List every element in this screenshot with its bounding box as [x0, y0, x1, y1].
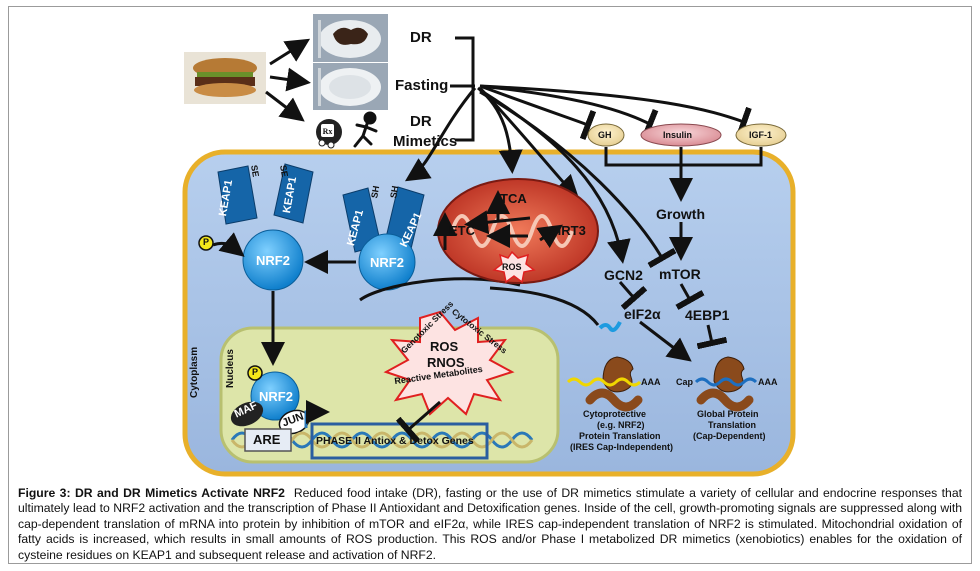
insulin-label: Insulin — [663, 130, 692, 140]
sirt3-label: SIRT3 — [549, 223, 586, 238]
cap-label: Cap — [676, 377, 694, 387]
cytoprotective-line-1: Cytoprotective — [583, 409, 647, 419]
igf1-node — [735, 123, 787, 147]
cytoprotective-line-2: (e.g. NRF2) — [597, 420, 645, 430]
global-line-3: (Cap-Dependent) — [693, 431, 766, 441]
are-box — [244, 428, 292, 452]
global-line-1: Global Protein — [697, 409, 759, 419]
svg-text:Rx: Rx — [323, 127, 333, 136]
keap1-bound — [342, 186, 425, 254]
growth-label: Growth — [656, 206, 705, 222]
tca-label: TCA — [500, 191, 527, 206]
keap1-free — [217, 163, 314, 225]
plate-dr-photo — [313, 14, 388, 62]
sh-label-2: SH — [388, 184, 401, 200]
cytoplasm-label: Cytoplasm — [189, 346, 200, 398]
p-label-1: P — [203, 237, 210, 247]
aaa-cap: AAA — [758, 377, 778, 387]
etc-label: ETC — [449, 223, 475, 238]
maf-node — [230, 401, 264, 427]
igf1-label: IGF-1 — [749, 130, 773, 140]
burger-photo — [184, 52, 266, 104]
se-label-1: SE — [249, 164, 261, 178]
ribosome-ires — [566, 321, 643, 412]
gh-label: GH — [598, 130, 612, 140]
caption-title: Figure 3: DR and DR Mimetics Activate NR… — [18, 486, 285, 500]
sh-label-1: SH — [369, 184, 382, 200]
plate-fasting-photo — [313, 63, 388, 110]
p-label-2: P — [252, 367, 259, 377]
insulin-node — [640, 123, 722, 147]
cytoprotective-line-3: Protein Translation — [579, 431, 661, 441]
fasting-label: Fasting — [395, 77, 449, 94]
dr-label: DR — [410, 29, 432, 46]
4ebp1-label: 4EBP1 — [685, 307, 730, 323]
runner-icon — [353, 111, 378, 148]
se-label-2: SE — [278, 164, 290, 178]
aaa-ires: AAA — [641, 377, 661, 387]
cytoprotective-line-4: (IRES Cap-Independent) — [570, 442, 673, 452]
nrf2-bound-label: NRF2 — [370, 255, 404, 270]
ros-starburst — [383, 310, 515, 416]
nrf2-nucleus — [250, 371, 300, 421]
eif2a-label: eIF2α — [624, 306, 661, 322]
phospho-nucleus — [247, 365, 263, 381]
figure-caption: Figure 3: DR and DR Mimetics Activate NR… — [18, 486, 962, 563]
pill-icon: Rx — [316, 119, 342, 149]
global-line-2: Translation — [708, 420, 757, 430]
mtor-label: mTOR — [659, 266, 701, 282]
ros-mito-label: ROS — [502, 262, 522, 272]
nrf2-nucleus-label: NRF2 — [259, 389, 293, 404]
phospho-free — [198, 235, 214, 251]
nrf2-free-label: NRF2 — [256, 253, 290, 268]
gcn2-label: GCN2 — [604, 267, 643, 283]
nucleus-label: Nucleus — [225, 349, 236, 388]
nrf2-free — [242, 229, 304, 291]
are-label: ARE — [253, 432, 281, 447]
caption-body: Reduced food intake (DR), fasting or the… — [18, 486, 962, 562]
ribosome-cap — [694, 356, 758, 412]
ros-label: ROS — [430, 339, 459, 354]
phase2-label: PHASE II Antiox & Detox Genes — [316, 435, 474, 447]
dr-mimetics-label-1: DR — [410, 113, 432, 130]
gh-node — [587, 123, 625, 147]
rnos-label: RNOS — [427, 355, 465, 370]
dr-mimetics-label-2: Mimetics — [393, 133, 458, 150]
